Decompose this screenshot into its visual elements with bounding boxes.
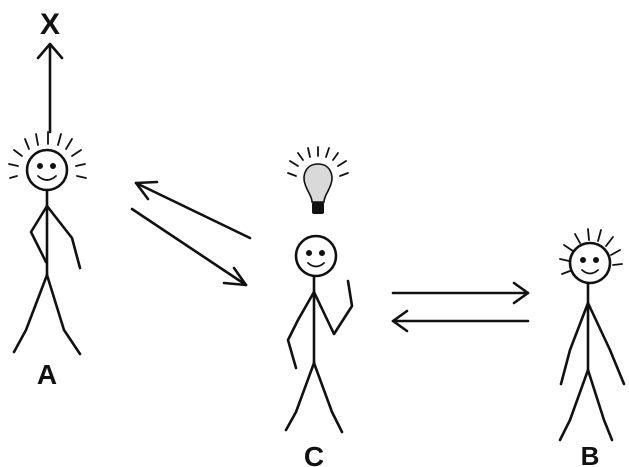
goal-label: X <box>40 8 60 41</box>
person-b-smile <box>582 270 598 274</box>
person-c-left-leg <box>286 363 314 430</box>
person-c-right-eye <box>319 250 325 256</box>
arrow-c-to-a <box>136 182 250 238</box>
person-b-right-eye <box>593 257 599 263</box>
person-c-smile <box>308 263 324 267</box>
person-c-right-leg <box>314 363 342 432</box>
person-c <box>286 236 352 432</box>
person-a-left-eye <box>37 163 43 169</box>
person-b-right-leg <box>588 370 612 440</box>
person-c-label: C <box>304 441 324 467</box>
person-a-hair <box>9 132 86 178</box>
person-a-right-arm <box>47 206 80 268</box>
person-b-left-leg <box>560 370 588 440</box>
goal-arrow <box>38 44 62 132</box>
arrow-b-to-c <box>393 311 528 331</box>
person-a-right-leg <box>47 275 80 354</box>
person-b <box>560 229 624 440</box>
person-b-left-eye <box>580 257 586 263</box>
arrow-c-to-b <box>393 283 528 303</box>
person-a-label: A <box>37 359 57 390</box>
person-c-right-arm <box>314 281 352 334</box>
person-a-smile <box>38 176 56 180</box>
person-b-head <box>570 243 610 283</box>
person-c-left-eye <box>306 250 312 256</box>
person-b-right-arm <box>588 303 624 384</box>
arrow-a-to-c <box>132 209 246 285</box>
person-a-left-leg <box>14 275 47 352</box>
person-c-left-arm <box>288 292 314 368</box>
person-a-right-eye <box>50 163 56 169</box>
person-b-label: B <box>581 441 600 467</box>
person-a-left-arm <box>31 206 47 262</box>
person-c-head <box>296 236 336 276</box>
lightbulb-icon <box>288 147 348 214</box>
person-b-left-arm <box>561 303 588 384</box>
person-a <box>9 132 86 354</box>
person-a-head <box>27 150 67 190</box>
